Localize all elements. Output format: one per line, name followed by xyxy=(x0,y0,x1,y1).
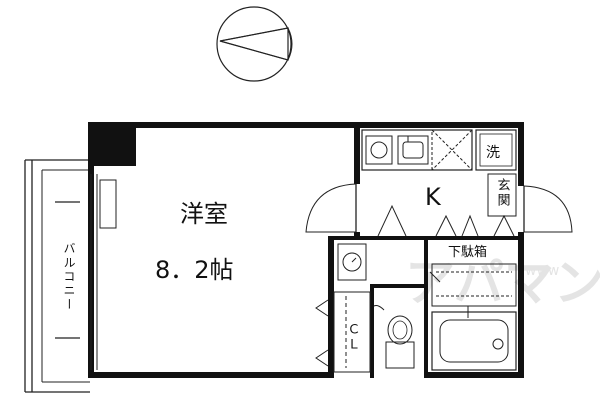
interior-walls xyxy=(334,236,518,378)
svg-text:アパマン: アパマン xyxy=(405,254,600,312)
balcony xyxy=(24,159,90,393)
shoe-box-label: 下駄箱 xyxy=(448,244,487,260)
north-compass-icon xyxy=(216,6,293,82)
bathroom xyxy=(429,263,517,371)
western-room-size: 8．2帖 xyxy=(155,256,234,284)
kitchen-counter xyxy=(361,129,473,171)
kitchen-label: K xyxy=(425,183,442,211)
closet-label: ＣＬ xyxy=(345,322,360,352)
folding-doors xyxy=(377,204,515,237)
svg-text:www: www xyxy=(525,263,559,279)
washer-space xyxy=(475,129,517,171)
toilet xyxy=(373,305,415,369)
closet xyxy=(315,291,371,373)
room-door xyxy=(305,183,357,233)
balcony-window xyxy=(90,174,117,370)
entrance-label: 玄関 xyxy=(495,178,511,208)
washbasin xyxy=(337,243,367,281)
entrance xyxy=(487,173,573,233)
balcony-label: バルコニー xyxy=(62,242,76,312)
watermark-logo: アパマン www xyxy=(405,254,600,312)
washer-label: 洗 xyxy=(486,145,500,161)
western-room-label: 洋室 xyxy=(180,200,228,228)
